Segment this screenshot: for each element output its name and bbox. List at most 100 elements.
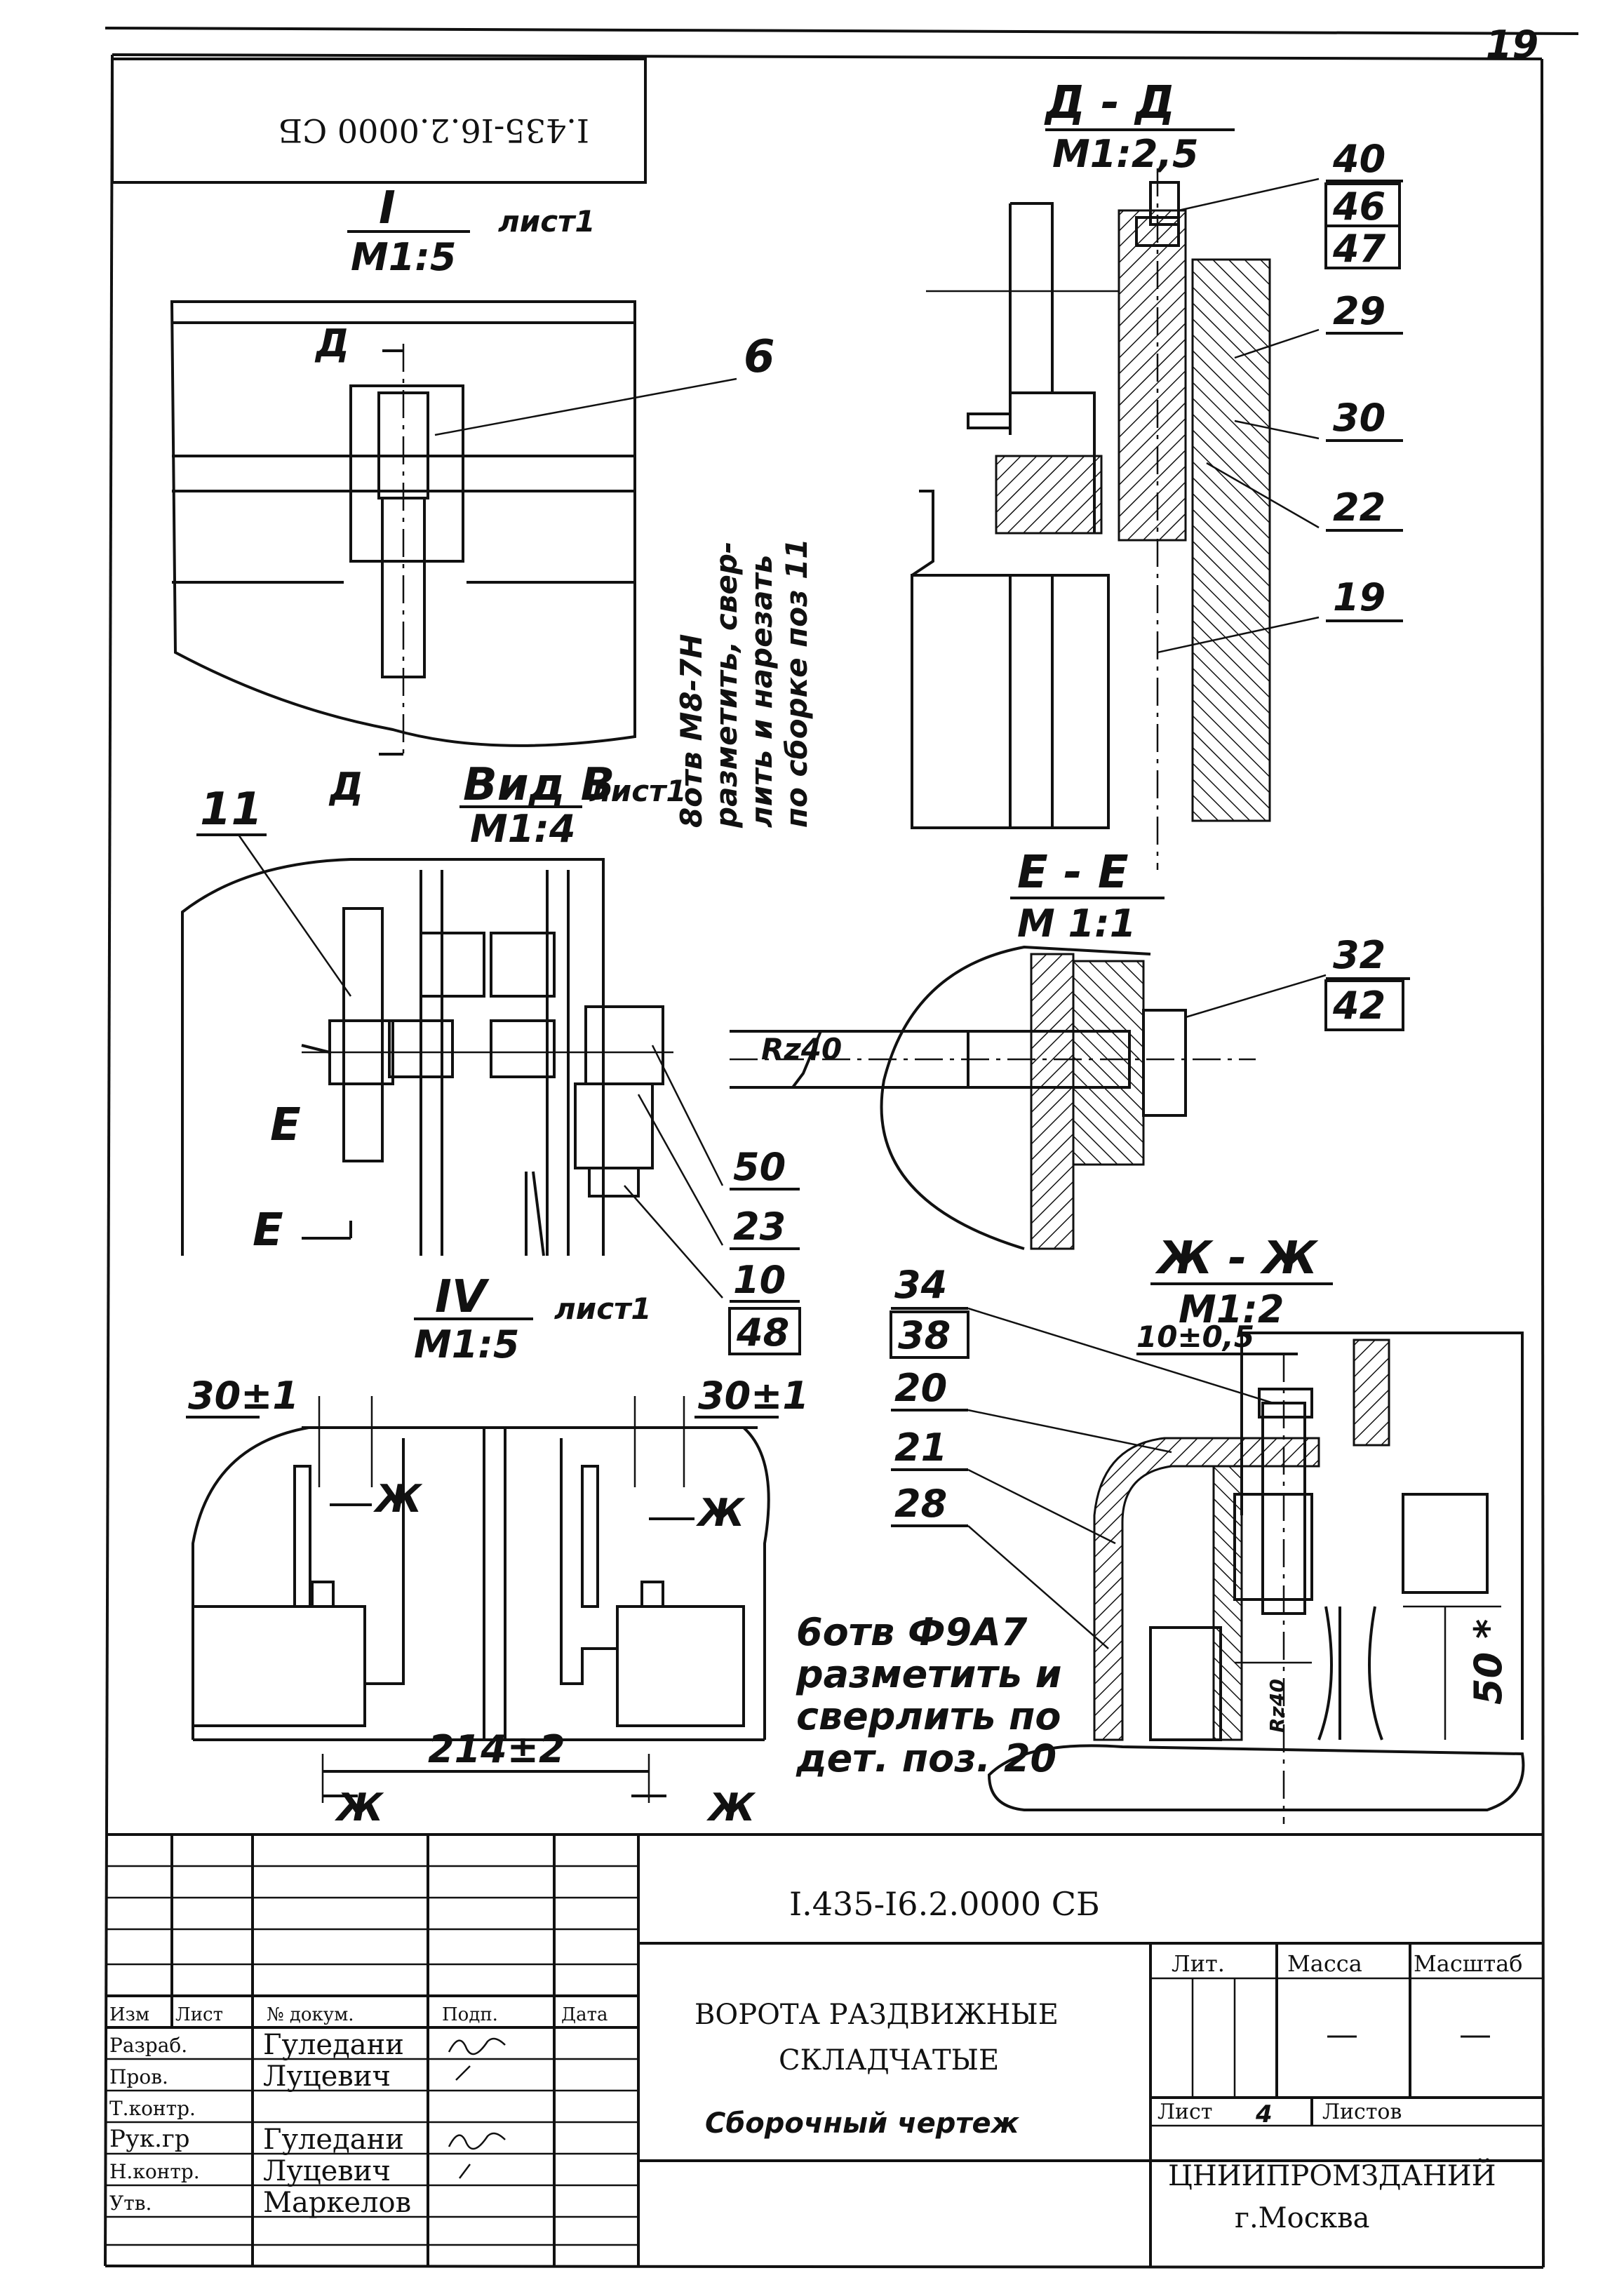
callout-22: 22: [1333, 485, 1385, 530]
view-I-scale: M1:5: [351, 235, 456, 279]
callout-48: 48: [736, 1310, 789, 1355]
org-city: г.Москва: [1235, 2202, 1369, 2234]
callout-32: 32: [1333, 933, 1385, 977]
callout-28: 28: [894, 1482, 947, 1526]
view-B-scale: M1:4: [470, 807, 575, 851]
section-DD: Д - Д M1:2,5 40 46 47 29 30 22 1: [911, 77, 1403, 870]
doc-number: I.435-I6.2.0000 СБ: [789, 1885, 1100, 1923]
lit-label: Лит.: [1172, 1950, 1225, 1977]
view-IV-cut-mark-4: Ж: [706, 1785, 756, 1830]
section-ZhZh-roughness: Rz40: [1266, 1679, 1289, 1733]
mass-label: Масса: [1287, 1950, 1362, 1977]
section-ZhZh-title: Ж - Ж: [1155, 1233, 1318, 1285]
sheets-label: Листов: [1322, 2100, 1402, 2124]
callout-34: 34: [894, 1263, 947, 1307]
note-drilled-holes: 6отв Ф9А7 разметить и сверлить по дет. п…: [796, 1610, 1061, 1780]
callout-23: 23: [733, 1205, 786, 1249]
note-drilled-line-4: дет. поз. 20: [796, 1736, 1056, 1780]
section-EE-roughness: Rz40: [761, 1032, 842, 1066]
signature-1: [448, 2037, 506, 2055]
note-drilled-line-1: 6отв Ф9А7: [796, 1610, 1028, 1654]
view-IV-scale: M1:5: [414, 1322, 519, 1367]
scale-label: Масштаб: [1414, 1950, 1523, 1977]
view-I-roman: I: [379, 182, 396, 234]
product-name-line-1: ВОРОТА РАЗДВИЖНЫЕ: [694, 1999, 1059, 2031]
view-IV-cut-mark-3: Ж: [334, 1785, 384, 1830]
callout-21: 21: [894, 1426, 947, 1470]
view-I: I M1:5 лист1 Д Д 6: [170, 182, 775, 809]
note-threaded-line-2: разметить, свер-: [709, 542, 744, 829]
sheet-label: Лист: [1157, 2100, 1212, 2124]
callout-42: 42: [1332, 984, 1385, 1028]
callout-38: 38: [898, 1313, 951, 1357]
doc-type: Сборочный чертеж: [705, 2107, 1020, 2140]
view-IV-cut-mark-2: Ж: [695, 1491, 746, 1535]
org-name: ЦНИИПРОМЗДАНИЙ: [1168, 2159, 1496, 2192]
view-IV-sheet-ref: лист1: [554, 1292, 652, 1326]
note-drilled-line-3: сверлить по: [796, 1694, 1061, 1738]
callout-30: 30: [1333, 396, 1385, 440]
note-threaded-line-1: 8отв М8-7Н: [674, 634, 709, 828]
note-threaded-line-3: лить и нарезать: [744, 555, 779, 828]
view-B: Вид В M1:4 лист1 11 Е Е 50 23: [181, 759, 801, 1355]
view-B-cut-mark-bottom: Е: [253, 1205, 283, 1256]
section-DD-scale: M1:2,5: [1052, 132, 1199, 176]
section-EE-title: Е - Е: [1017, 847, 1129, 899]
row-role-5: Н.контр.: [109, 2160, 200, 2183]
callout-20: 20: [894, 1366, 947, 1410]
callout-29: 29: [1333, 289, 1385, 333]
view-B-sheet-ref: лист1: [589, 774, 687, 808]
callout-6: 6: [744, 331, 775, 383]
section-ZhZh-dim-top: 10±0,5: [1136, 1320, 1254, 1354]
signature-2: [455, 2065, 471, 2081]
view-IV-dim-bottom: 214±2: [428, 1727, 565, 1771]
callout-10: 10: [733, 1258, 786, 1302]
row-role-2: Пров.: [109, 2065, 168, 2088]
signature-4: [459, 2164, 471, 2179]
section-DD-title: Д - Д: [1044, 77, 1175, 129]
note-threaded-line-4: по сборке поз 11: [779, 538, 814, 828]
callout-40: 40: [1332, 137, 1385, 181]
mass-value: —: [1326, 2015, 1358, 2053]
section-ZhZh: Ж - Ж M1:2 10±0,5 50 * Rz40 34 38 20 21: [890, 1233, 1525, 1824]
sheet-value: 4: [1255, 2100, 1273, 2128]
callout-47: 47: [1332, 227, 1386, 271]
section-ZhZh-scale: M1:2: [1179, 1287, 1284, 1332]
col-header-izm: Изм: [109, 2004, 149, 2025]
view-IV-cut-mark-1: Ж: [373, 1477, 423, 1521]
row-name-1: Гуледани: [263, 2029, 404, 2061]
note-threaded-holes: 8отв М8-7Н разметить, свер- лить и нарез…: [674, 538, 814, 829]
top-stamp-text: I.435-I6.2.0000 СБ: [279, 112, 589, 149]
col-header-date: Дата: [561, 2004, 608, 2025]
row-role-3: Т.контр.: [109, 2097, 196, 2120]
row-name-6: Маркелов: [263, 2187, 411, 2219]
product-name-line-2: СКЛАДЧАТЫЕ: [779, 2044, 999, 2077]
view-B-cut-mark-top: Е: [270, 1099, 301, 1151]
view-IV: IV M1:5 лист1 30±1 30±1 Ж Ж 214±2: [186, 1271, 809, 1830]
title-block: Изм Лист № докум. Подп. Дата Разраб. Гул…: [105, 1833, 1543, 2266]
signature-3: [448, 2132, 506, 2150]
col-header-list: Лист: [175, 2004, 223, 2025]
row-role-4: Рук.гр: [109, 2125, 190, 2153]
row-role-6: Утв.: [109, 2192, 152, 2215]
view-I-cut-mark-top: Д: [314, 321, 349, 365]
row-name-4: Гуледани: [263, 2124, 404, 2156]
view-IV-roman: IV: [435, 1271, 490, 1323]
view-I-sheet-ref: лист1: [498, 204, 596, 239]
view-IV-dim-right: 30±1: [698, 1374, 809, 1418]
view-I-cut-mark-bottom: Д: [328, 765, 363, 809]
view-B-title: Вид В: [463, 759, 615, 811]
page-number: 19: [1486, 22, 1538, 67]
section-EE: Е - Е M 1:1 Rz40 32 42: [730, 847, 1410, 1250]
callout-11: 11: [200, 784, 262, 836]
view-IV-dim-left: 30±1: [188, 1374, 299, 1418]
top-stamp-box: I.435-I6.2.0000 СБ: [111, 58, 647, 184]
scale-value: —: [1459, 2015, 1491, 2053]
section-ZhZh-dim-side: 50 *: [1466, 1619, 1510, 1705]
row-name-5: Луцевич: [263, 2155, 391, 2187]
sheet-frame: [104, 27, 1579, 2269]
row-role-1: Разраб.: [109, 2034, 187, 2057]
callout-50: 50: [733, 1145, 786, 1189]
callout-46: 46: [1332, 185, 1385, 229]
